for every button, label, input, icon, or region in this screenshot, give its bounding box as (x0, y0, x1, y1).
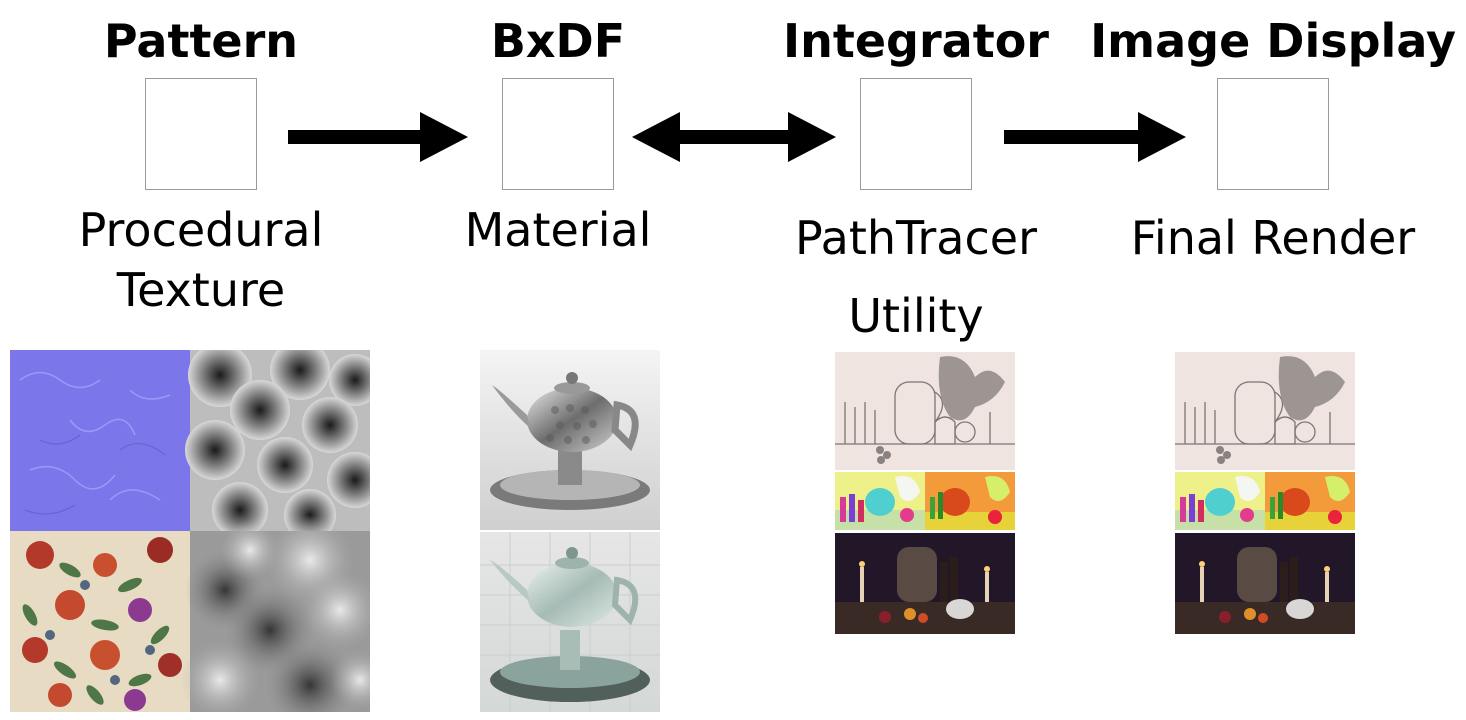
title-pattern: Pattern (103, 14, 299, 68)
procedural-texture-swatches (10, 350, 370, 712)
teapot-material-renders (480, 350, 660, 712)
label-material: Material (464, 203, 652, 257)
normal-map-swatch (10, 350, 190, 531)
still-life-final-renders (1175, 352, 1355, 634)
arrow-bxdf-integrator-bidirectional (632, 112, 836, 162)
title-integrator: Integrator (783, 14, 1049, 68)
label-final-render: Final Render (1130, 211, 1416, 265)
utility-sketch-panel (835, 352, 1015, 470)
still-life-aov-renders (835, 352, 1015, 634)
title-image-display: Image Display (1090, 14, 1456, 68)
label-texture: Texture (116, 263, 286, 317)
label-procedural: Procedural (78, 203, 324, 257)
title-bxdf: BxDF (490, 14, 626, 68)
arrow-integrator-to-display (1004, 112, 1186, 162)
node-integrator (860, 78, 972, 190)
node-bxdf (502, 78, 614, 190)
final-sketch-panel (1175, 352, 1355, 470)
node-image-display (1217, 78, 1329, 190)
arrow-pattern-to-bxdf (288, 112, 468, 162)
node-pattern (145, 78, 257, 190)
label-utility: Utility (848, 289, 984, 343)
label-pathtracer: PathTracer (795, 211, 1037, 265)
